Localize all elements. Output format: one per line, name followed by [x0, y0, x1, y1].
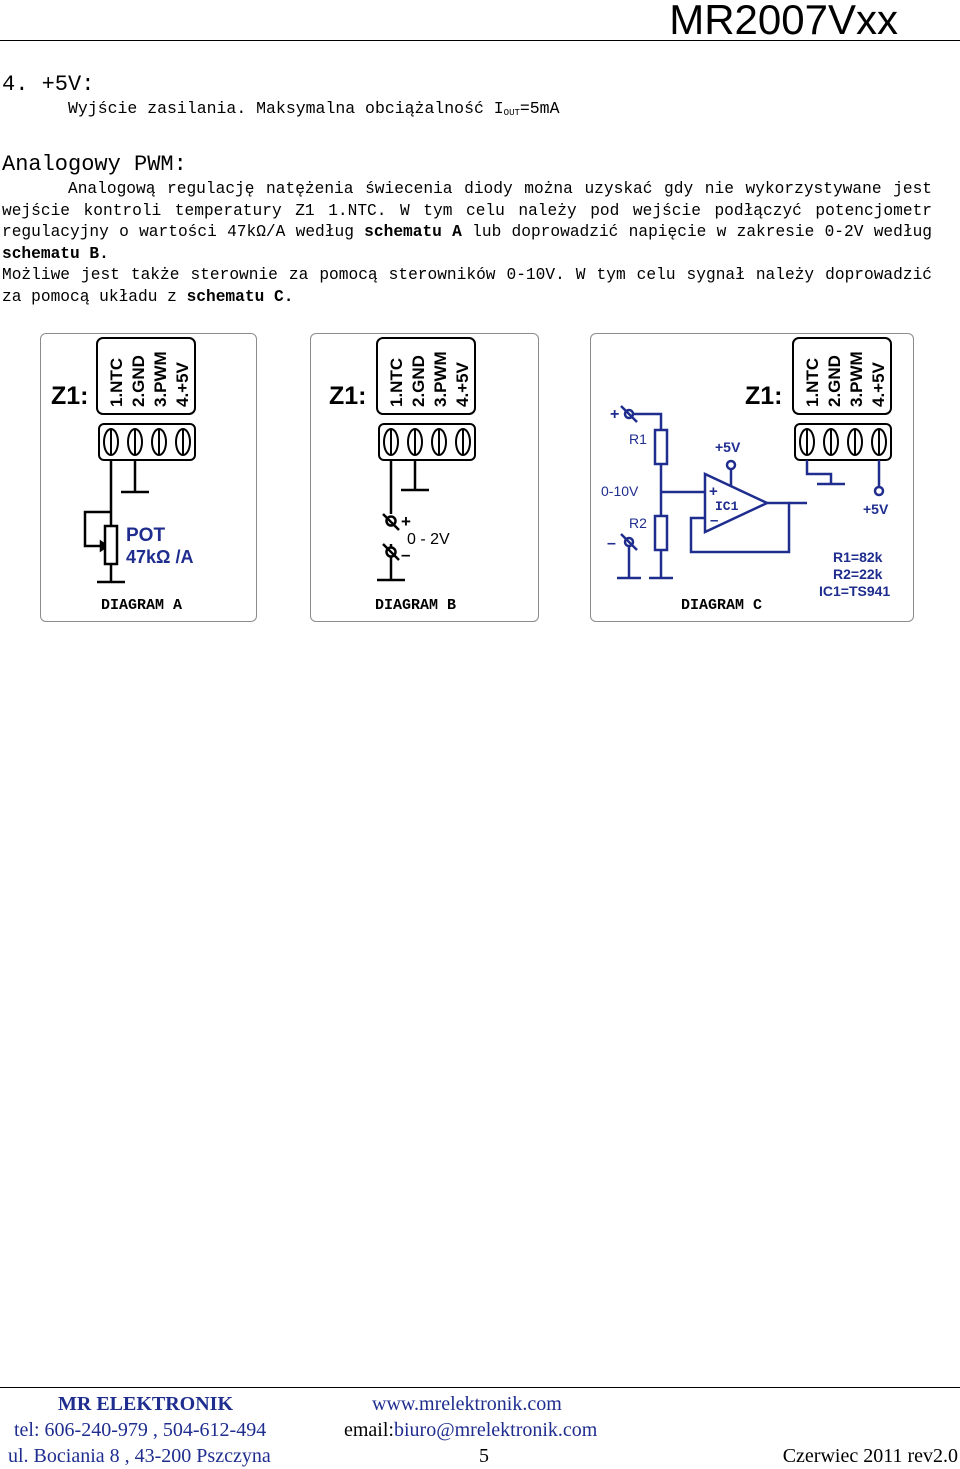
- voltage-input: [377, 460, 429, 582]
- r2-label: R2: [629, 515, 647, 531]
- r1-value: R1=82k: [833, 549, 883, 565]
- diagram-a: Z1: 1.NTC 2.GND 3.PWM 4.+5V POT 47kΩ /A …: [40, 333, 257, 622]
- pin-label-3: 3.PWM: [151, 351, 170, 407]
- input-range: 0-10V: [601, 483, 639, 499]
- potentiometer: [83, 460, 149, 584]
- pin-label-4: 4.+5V: [869, 361, 888, 407]
- connector-label: Z1:: [51, 382, 89, 410]
- opamp-minus: –: [710, 512, 718, 529]
- input-minus: –: [607, 535, 616, 552]
- pin-label-box: [96, 337, 196, 415]
- document-title: MR2007Vxx: [669, 0, 898, 43]
- header-divider: [0, 40, 960, 41]
- minus-sign: –: [401, 545, 410, 564]
- schema-a-ref: schematu A: [364, 223, 462, 241]
- diagram-b-caption: DIAGRAM B: [375, 597, 456, 614]
- opamp-plus: +: [709, 483, 718, 500]
- diagram-c-caption: DIAGRAM C: [681, 597, 762, 614]
- section-heading-5v: 4. +5V:: [2, 72, 95, 97]
- section-heading-pwm: Analogowy PWM:: [2, 152, 187, 177]
- terminal-block: [98, 423, 196, 461]
- diagram-b: Z1: 1.NTC 2.GND 3.PWM 4.+5V + – 0 - 2V D…: [310, 333, 539, 622]
- pin-label-box: [376, 337, 476, 415]
- output-description: Wyjście zasilania. Maksymalna obciążalno…: [68, 99, 559, 118]
- pwm-description: Analogową regulację natężenia świecenia …: [2, 179, 932, 308]
- email-label: email:: [344, 1419, 394, 1441]
- pin-label-1: 1.NTC: [387, 358, 406, 407]
- footer-date: Czerwiec 2011 rev2.0: [782, 1445, 958, 1467]
- opamp-circuit: [617, 405, 885, 580]
- output-description-prefix: Wyjście zasilania. Maksymalna obciążalno…: [68, 99, 504, 118]
- pwm-text-2: lub doprowadzić napięcie w zakresie 0-2V…: [461, 223, 932, 241]
- pin-label-1: 1.NTC: [107, 358, 126, 407]
- pwm-paragraph-1: Analogową regulację natężenia świecenia …: [2, 179, 932, 265]
- pin-label-2: 2.GND: [825, 355, 844, 407]
- ic-label: IC1: [715, 499, 739, 514]
- email-link[interactable]: biuro@mrelektronik.com: [393, 1419, 598, 1441]
- pin-label-4: 4.+5V: [453, 361, 472, 407]
- connector-label: Z1:: [745, 382, 783, 410]
- pin4-voltage: +5V: [863, 501, 889, 517]
- pot-value: 47kΩ /A: [126, 547, 193, 567]
- footer-phone: tel: 606-240-979 , 504-612-494: [14, 1419, 267, 1441]
- footer-address: ul. Bociania 8 , 43-200 Pszczyna: [8, 1445, 271, 1467]
- pwm-text-3: Możliwe jest także sterownie za pomocą s…: [2, 266, 932, 306]
- footer-website[interactable]: www.mrelektronik.com: [372, 1393, 562, 1415]
- pin-label-box: [792, 337, 892, 415]
- plus-sign: +: [401, 512, 411, 531]
- r2-value: R2=22k: [833, 566, 883, 582]
- connector-label: Z1:: [329, 382, 367, 410]
- voltage-range: 0 - 2V: [407, 531, 450, 548]
- footer-company: MR ELEKTRONIK: [58, 1393, 234, 1415]
- page-number: 5: [479, 1445, 489, 1467]
- pwm-paragraph-2: Możliwe jest także sterownie za pomocą s…: [2, 265, 932, 308]
- pin-label-3: 3.PWM: [431, 351, 450, 407]
- input-plus: +: [610, 406, 619, 423]
- pin-label-4: 4.+5V: [173, 361, 192, 407]
- pin-label-2: 2.GND: [409, 355, 428, 407]
- pot-label: POT: [126, 525, 165, 546]
- terminal-block: [794, 423, 892, 461]
- ic-value: IC1=TS941: [819, 583, 890, 599]
- opamp-vcc: +5V: [715, 439, 741, 455]
- schema-c-ref: schematu C.: [186, 287, 294, 306]
- pwm-text-1: Analogową regulację natężenia świecenia …: [2, 180, 932, 241]
- pin-label-2: 2.GND: [129, 355, 148, 407]
- diagram-a-caption: DIAGRAM A: [101, 597, 182, 614]
- output-description-suffix: =5mA: [519, 99, 560, 118]
- diagram-c: Z1: 1.NTC 2.GND 3.PWM 4.+5V + –: [590, 333, 914, 622]
- r1-label: R1: [629, 431, 647, 447]
- pin-label-1: 1.NTC: [803, 358, 822, 407]
- footer-divider: [0, 1387, 960, 1388]
- output-subscript: OUT: [503, 108, 520, 118]
- footer-email: email:biuro@mrelektronik.com: [344, 1419, 597, 1441]
- terminal-block: [378, 423, 476, 461]
- pin-label-3: 3.PWM: [847, 351, 866, 407]
- schema-b-ref: schematu B.: [2, 244, 109, 263]
